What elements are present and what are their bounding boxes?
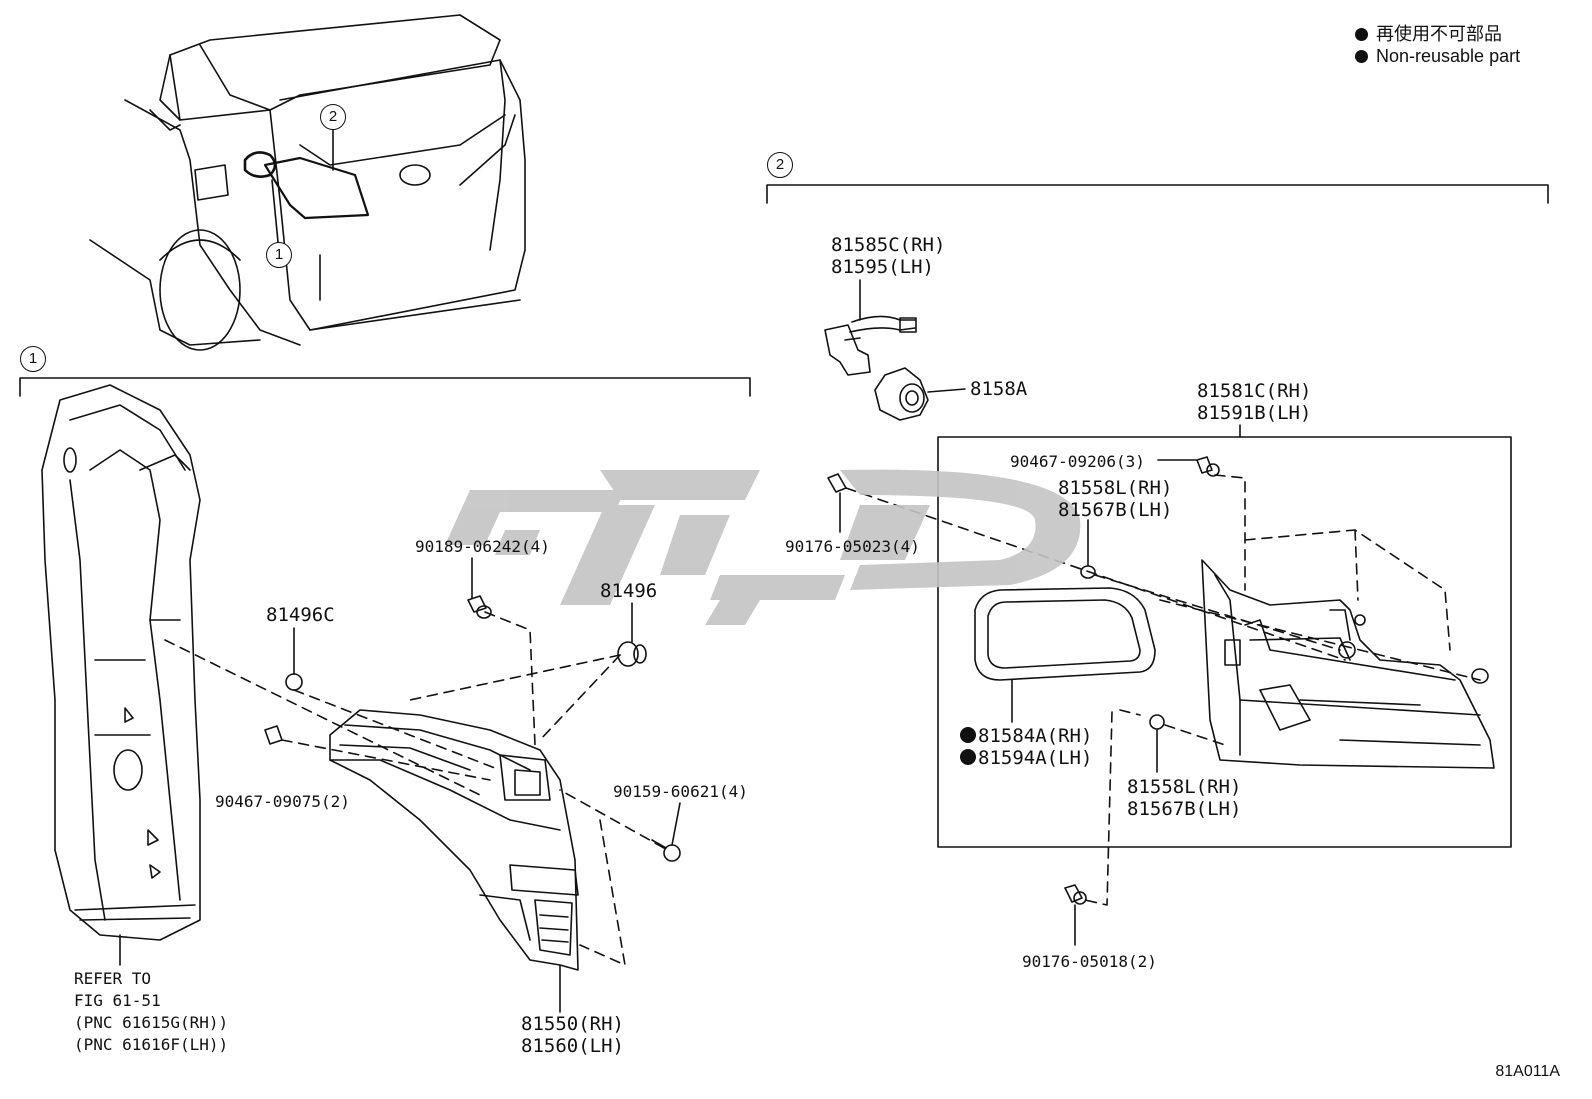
part-81550-rh[interactable]: 81550(RH) [521, 1013, 624, 1035]
callout-2-overview[interactable]: 2 [320, 104, 346, 130]
part-81560-lh[interactable]: 81560(LH) [521, 1035, 624, 1057]
part-81558l-rh-upper[interactable]: 81558L(RH) [1058, 477, 1173, 499]
part-90189-06242[interactable]: 90189-06242(4) [415, 537, 550, 556]
callout-1-overview[interactable]: 1 [266, 242, 292, 268]
leaders-section-1 [164, 611, 665, 966]
part-81594a-lh[interactable]: 81594A(LH) [960, 747, 1092, 769]
leaders-section-2 [845, 474, 1481, 906]
part-90467-09075[interactable]: 90467-09075(2) [215, 792, 350, 811]
section-2-bracket [766, 184, 1549, 204]
outer-tail-lamp [329, 709, 579, 1013]
part-90467-09206[interactable]: 90467-09206(3) [1010, 452, 1145, 471]
part-90176-05018[interactable]: 90176-05018(2) [1022, 952, 1157, 971]
part-81591b-lh[interactable]: 81591B(LH) [1197, 402, 1312, 424]
part-81585c-rh[interactable]: 81585C(RH) [831, 234, 946, 256]
inner-lamp-box [937, 436, 1512, 848]
part-81496c[interactable]: 81496C [266, 604, 335, 626]
part-81581c-rh[interactable]: 81581C(RH) [1197, 380, 1312, 402]
inner-tail-lamp [1201, 559, 1495, 769]
quarter-panel [41, 384, 201, 966]
part-8158a[interactable]: 8158A [970, 378, 1028, 400]
watermark-logo [445, 469, 1081, 625]
legend-en: Non-reusable part [1355, 46, 1520, 67]
legend-jp: 再使用不可部品 [1355, 20, 1502, 46]
part-81496[interactable]: 81496 [600, 580, 658, 602]
part-90176-05023[interactable]: 90176-05023(4) [785, 537, 920, 556]
part-90159-60621[interactable]: 90159-60621(4) [613, 782, 748, 801]
figure-code: 81A011A [1495, 1063, 1560, 1080]
gasket [974, 587, 1156, 723]
socket-wiring [824, 279, 966, 421]
non-reusable-dot-icon [1355, 50, 1368, 63]
part-81595-lh[interactable]: 81595(LH) [831, 256, 934, 278]
section-2-index: 2 [767, 152, 793, 178]
refer-note[interactable]: REFER TO FIG 61-51 (PNC 61615G(RH)) (PNC… [74, 969, 229, 1054]
section-1-bracket [19, 377, 751, 397]
section-1-index: 1 [20, 346, 46, 372]
part-81584a-rh[interactable]: 81584A(RH) [960, 725, 1092, 747]
part-81558l-rh-lower[interactable]: 81558L(RH) [1127, 776, 1242, 798]
non-reusable-dot-icon [960, 727, 976, 743]
part-81567b-lh-lower[interactable]: 81567B(LH) [1127, 798, 1242, 820]
non-reusable-dot-icon [1355, 28, 1368, 41]
non-reusable-dot-icon [960, 749, 976, 765]
vehicle-overview [89, 14, 526, 351]
part-81567b-lh-upper[interactable]: 81567B(LH) [1058, 499, 1173, 521]
